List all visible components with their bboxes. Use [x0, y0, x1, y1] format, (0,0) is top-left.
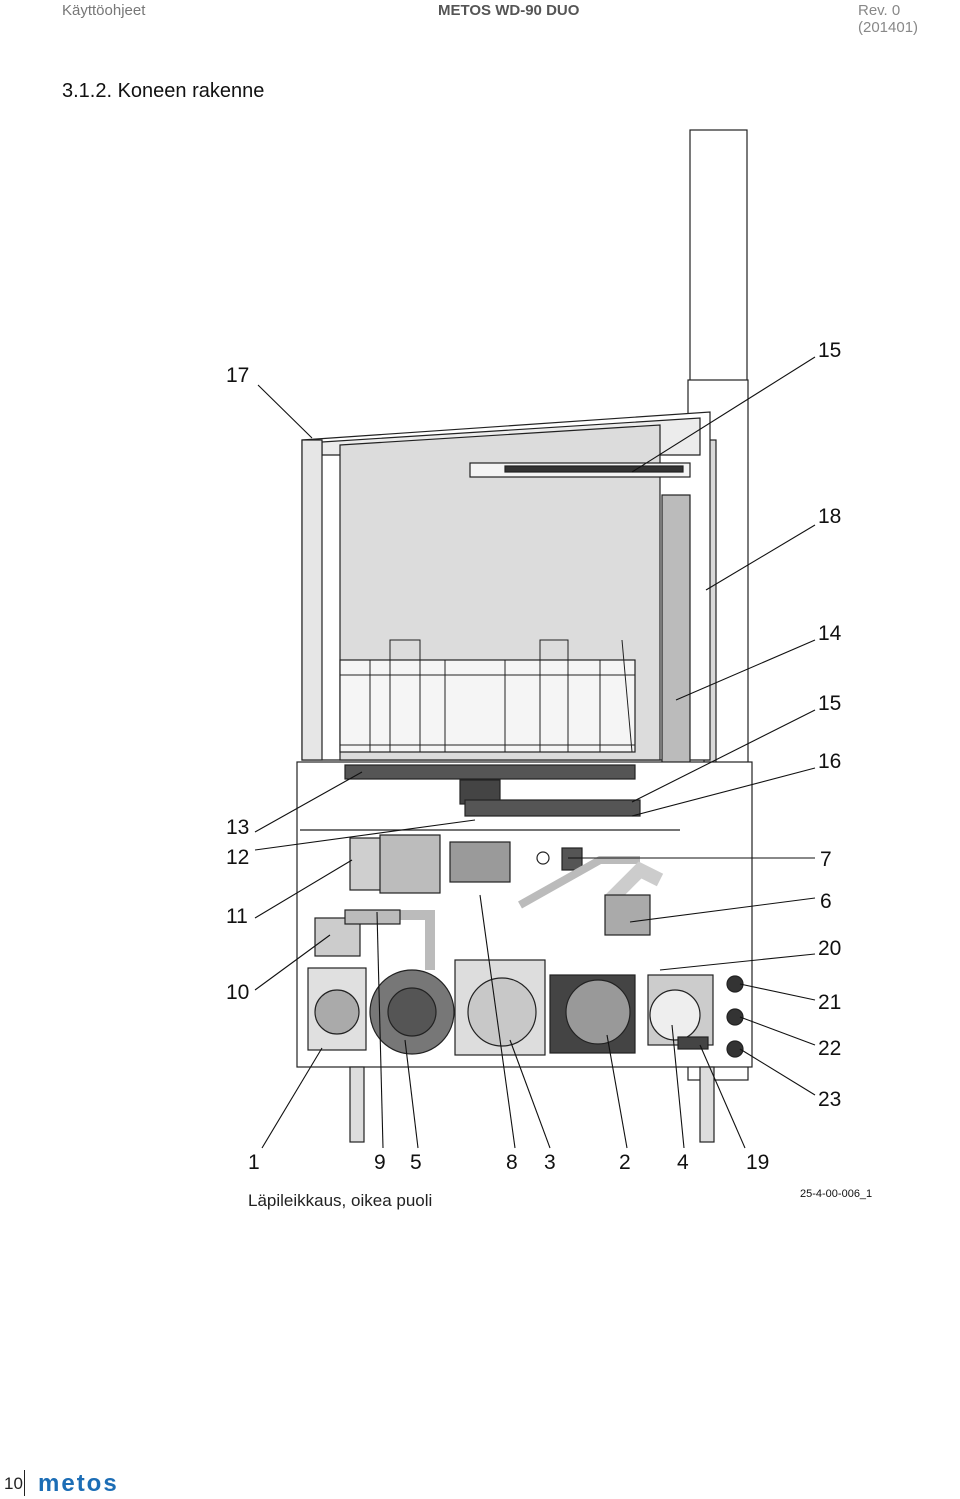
callout-16: 16	[818, 750, 841, 773]
header-doc-type: Käyttöohjeet	[62, 2, 146, 19]
callout-19: 19	[746, 1151, 769, 1174]
callout-4: 4	[677, 1151, 689, 1174]
callout-2: 2	[619, 1151, 631, 1174]
callout-15-lower: 15	[818, 692, 841, 715]
header-revision: Rev. 0 (201401)	[858, 2, 919, 36]
figure-caption: Läpileikkaus, oikea puoli	[248, 1191, 432, 1210]
callout-21: 21	[818, 991, 841, 1014]
callout-17: 17	[226, 364, 249, 387]
footer-divider	[24, 1470, 25, 1496]
callout-13: 13	[226, 816, 249, 839]
callout-12: 12	[226, 846, 249, 869]
diagram-drawing	[296, 129, 753, 1143]
callout-8: 8	[506, 1151, 518, 1174]
callout-9: 9	[374, 1151, 386, 1174]
callout-23: 23	[818, 1088, 841, 1111]
callout-6: 6	[820, 890, 832, 913]
callout-labels: 17 15 18 14 15 16 13 12 7 11 6 20 10 21 …	[226, 339, 842, 1174]
metos-logo: metos	[38, 1474, 119, 1494]
callout-22: 22	[818, 1037, 841, 1060]
callout-1: 1	[248, 1151, 260, 1174]
callout-11: 11	[226, 905, 248, 928]
leader-lines	[254, 356, 816, 1149]
callout-10: 10	[226, 981, 249, 1004]
metos-logo-text: metos	[38, 1474, 119, 1494]
page-number: 10	[4, 1474, 23, 1493]
callout-7: 7	[820, 848, 832, 871]
section-title: 3.1.2. Koneen rakenne	[62, 80, 265, 102]
drawing-code: 25-4-00-006_1	[800, 1188, 872, 1200]
callout-18: 18	[818, 505, 841, 528]
callout-15-top: 15	[818, 339, 841, 362]
callout-14: 14	[818, 622, 842, 645]
callout-20: 20	[818, 937, 841, 960]
header-product-name: METOS WD-90 DUO	[438, 2, 580, 19]
callout-5: 5	[410, 1151, 422, 1174]
callout-3: 3	[544, 1151, 556, 1174]
